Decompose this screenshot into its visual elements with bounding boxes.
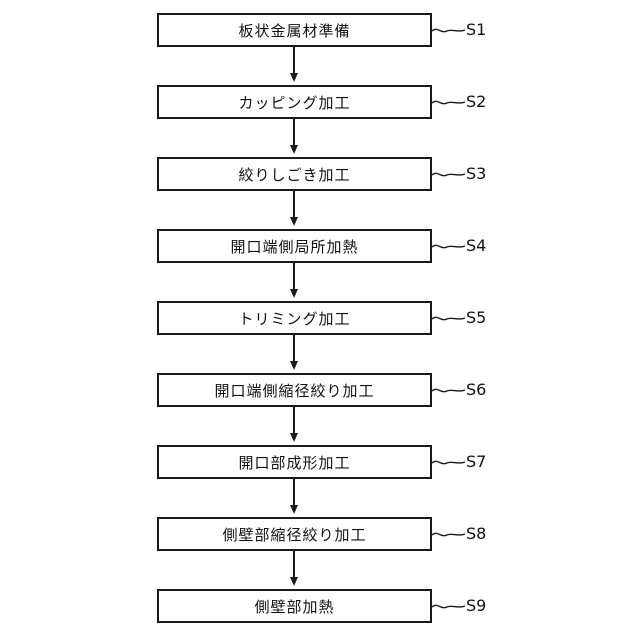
process-label: 開口部成形加工 <box>238 453 351 472</box>
step-row: 側壁部縮径絞り加工 S8 <box>157 517 640 551</box>
flow-step-7: 開口部成形加工 S7 <box>157 445 640 517</box>
flow-arrow <box>157 551 432 589</box>
step-id-label: S1 <box>466 20 487 39</box>
flow-step-2: カッピング加工 S2 <box>157 85 640 157</box>
process-box: 絞りしごき加工 <box>157 157 432 191</box>
step-row: 板状金属材準備 S1 <box>157 13 640 47</box>
arrow-head-icon <box>290 361 298 370</box>
step-row: トリミング加工 S5 <box>157 301 640 335</box>
process-label: トリミング加工 <box>238 309 351 328</box>
arrow-line <box>293 263 295 290</box>
flow-arrow <box>157 479 432 517</box>
step-id-label: S8 <box>466 524 487 543</box>
flow-arrow <box>157 47 432 85</box>
flow-step-3: 絞りしごき加工 S3 <box>157 157 640 229</box>
flow-step-9: 側壁部加熱 S9 <box>157 589 640 623</box>
step-row: 開口部成形加工 S7 <box>157 445 640 479</box>
step-row: 側壁部加熱 S9 <box>157 589 640 623</box>
process-label: 側壁部加熱 <box>254 597 335 616</box>
step-row: 絞りしごき加工 S3 <box>157 157 640 191</box>
step-row: 開口端側縮径絞り加工 S6 <box>157 373 640 407</box>
step-id-label: S4 <box>466 236 487 255</box>
process-box: 側壁部縮径絞り加工 <box>157 517 432 551</box>
process-box: 板状金属材準備 <box>157 13 432 47</box>
leader-squiggle-line <box>432 388 465 393</box>
arrow-line <box>293 335 295 362</box>
arrow-head-icon <box>290 505 298 514</box>
flow-step-6: 開口端側縮径絞り加工 S6 <box>157 373 640 445</box>
process-label: 側壁部縮径絞り加工 <box>222 525 367 544</box>
arrow-line <box>293 407 295 434</box>
step-row: カッピング加工 S2 <box>157 85 640 119</box>
step-id-label: S3 <box>466 164 487 183</box>
step-id-label: S2 <box>466 92 487 111</box>
leader-squiggle-line <box>432 244 465 249</box>
process-label: 開口端側縮径絞り加工 <box>214 381 375 400</box>
arrow-line <box>293 119 295 146</box>
step-id-label: S9 <box>466 596 487 615</box>
flow-step-4: 開口端側局所加熱 S4 <box>157 229 640 301</box>
flow-arrow <box>157 335 432 373</box>
step-id-label: S7 <box>466 452 487 471</box>
arrow-head-icon <box>290 433 298 442</box>
process-label: 開口端側局所加熱 <box>230 237 359 256</box>
flow-step-5: トリミング加工 S5 <box>157 301 640 373</box>
leader-squiggle-line <box>432 172 465 177</box>
step-id-label: S5 <box>466 308 487 327</box>
process-box: トリミング加工 <box>157 301 432 335</box>
process-box: 側壁部加熱 <box>157 589 432 623</box>
arrow-head-icon <box>290 145 298 154</box>
leader-squiggle-line <box>432 460 465 465</box>
process-label: 板状金属材準備 <box>238 21 351 40</box>
process-box: カッピング加工 <box>157 85 432 119</box>
flow-arrow <box>157 263 432 301</box>
step-id-label: S6 <box>466 380 487 399</box>
flow-arrow <box>157 407 432 445</box>
arrow-line <box>293 551 295 578</box>
process-label: 絞りしごき加工 <box>238 165 351 184</box>
arrow-line <box>293 47 295 74</box>
process-label: カッピング加工 <box>238 93 351 112</box>
flow-step-1: 板状金属材準備 S1 <box>157 13 640 85</box>
step-row: 開口端側局所加熱 S4 <box>157 229 640 263</box>
flow-step-8: 側壁部縮径絞り加工 S8 <box>157 517 640 589</box>
leader-squiggle-line <box>432 532 465 537</box>
leader-squiggle-line <box>432 28 465 33</box>
process-box: 開口部成形加工 <box>157 445 432 479</box>
arrow-head-icon <box>290 217 298 226</box>
flow-arrow <box>157 119 432 157</box>
arrow-line <box>293 191 295 218</box>
arrow-head-icon <box>290 289 298 298</box>
arrow-head-icon <box>290 577 298 586</box>
arrow-line <box>293 479 295 506</box>
leader-squiggle-line <box>432 316 465 321</box>
arrow-head-icon <box>290 73 298 82</box>
process-box: 開口端側縮径絞り加工 <box>157 373 432 407</box>
process-box: 開口端側局所加熱 <box>157 229 432 263</box>
leader-squiggle-line <box>432 604 465 609</box>
leader-squiggle-line <box>432 100 465 105</box>
flow-arrow <box>157 191 432 229</box>
